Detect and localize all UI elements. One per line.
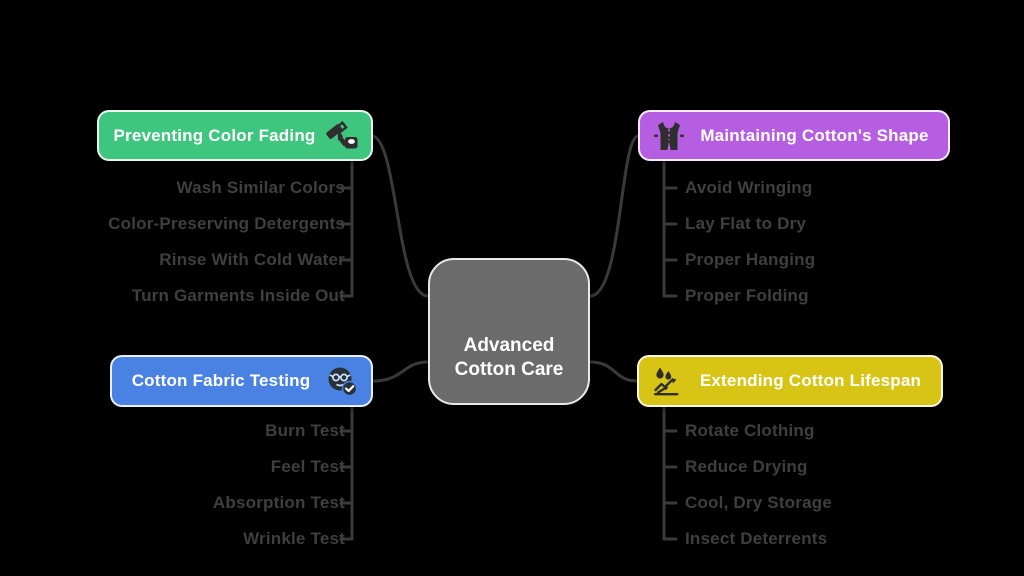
- leaf-shape-3[interactable]: Proper Hanging: [685, 250, 816, 269]
- center-node[interactable]: Advanced Cotton Care: [428, 258, 590, 405]
- curve-center-to-testing: [371, 360, 430, 383]
- leaf-testing-1[interactable]: Burn Test: [265, 421, 345, 440]
- leaf-testing-3[interactable]: Absorption Test: [212, 493, 345, 512]
- leaf-fading-1[interactable]: Wash Similar Colors: [176, 178, 345, 197]
- inspector-check-icon: [328, 367, 358, 397]
- curve-center-to-fading: [370, 134, 430, 298]
- vest-icon: [654, 121, 684, 150]
- leaf-fading-4[interactable]: Turn Garments Inside Out: [131, 286, 345, 305]
- leaf-shape-1[interactable]: Avoid Wringing: [685, 178, 813, 197]
- leaf-lifespan-4[interactable]: Insect Deterrents: [685, 529, 828, 548]
- leaf-fading-3[interactable]: Rinse With Cold Water: [159, 250, 345, 269]
- leaf-shape-4[interactable]: Proper Folding: [685, 286, 809, 305]
- leaf-lifespan-3[interactable]: Cool, Dry Storage: [685, 493, 832, 512]
- branch-label-testing: Cotton Fabric Testing: [131, 371, 311, 390]
- center-title-line1: Advanced: [463, 334, 555, 356]
- spine-shape: [662, 159, 678, 298]
- branch-node-shape[interactable]: Maintaining Cotton's Shape: [638, 110, 950, 161]
- branch-label-lifespan: Extending Cotton Lifespan: [699, 371, 922, 390]
- leaf-shape-2[interactable]: Lay Flat to Dry: [685, 214, 807, 233]
- leaf-lifespan-2[interactable]: Reduce Drying: [685, 457, 808, 476]
- center-title-line2: Cotton Care: [454, 358, 564, 380]
- spine-lifespan: [662, 405, 678, 541]
- leaf-fading-2[interactable]: Color-Preserving Detergents: [108, 214, 345, 233]
- leaf-testing-4[interactable]: Wrinkle Test: [243, 529, 345, 548]
- drops-growth-icon: [654, 367, 679, 396]
- curve-center-to-lifespan: [588, 360, 639, 383]
- branch-label-shape: Maintaining Cotton's Shape: [700, 125, 929, 145]
- leaf-testing-2[interactable]: Feel Test: [270, 457, 345, 476]
- branch-node-testing[interactable]: Cotton Fabric Testing: [110, 355, 373, 407]
- branch-node-lifespan[interactable]: Extending Cotton Lifespan: [637, 355, 943, 407]
- branch-node-fading[interactable]: Preventing Color Fading: [97, 110, 373, 161]
- curve-center-to-shape: [588, 134, 640, 298]
- paint-roller-icon: [326, 120, 358, 148]
- branch-label-fading: Preventing Color Fading: [113, 125, 316, 145]
- leaf-lifespan-1[interactable]: Rotate Clothing: [685, 421, 815, 440]
